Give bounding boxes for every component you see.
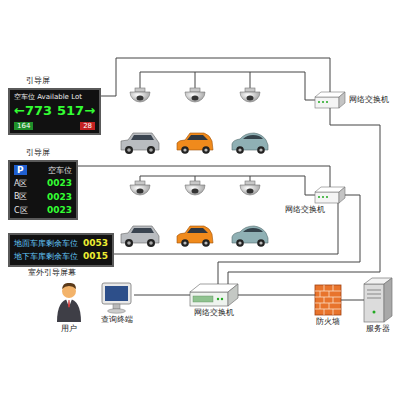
display-text: 0023 bbox=[47, 178, 72, 188]
device-label: 网络交换机 bbox=[194, 309, 234, 318]
user-icon bbox=[57, 299, 81, 322]
firewall-icon bbox=[315, 285, 341, 315]
display-row: A区 0023 bbox=[14, 178, 72, 188]
car bbox=[232, 133, 268, 154]
display-row: C区 0023 bbox=[14, 205, 72, 215]
terminal-icon bbox=[105, 286, 128, 301]
server-icon bbox=[384, 278, 392, 322]
display-row: 地下车库剩余车位 0015 bbox=[14, 251, 108, 261]
dome-camera bbox=[240, 88, 260, 102]
dome-camera bbox=[185, 88, 205, 102]
core-switch-icon bbox=[190, 292, 228, 306]
display-row: 164 28 bbox=[14, 122, 95, 130]
server-icon bbox=[364, 278, 392, 322]
guide-screen: P空车位A区0023B区0023C区0023引导屏 bbox=[8, 160, 78, 220]
display-text: 0053 bbox=[83, 238, 108, 248]
core-switch-icon bbox=[193, 296, 213, 302]
network-cable bbox=[114, 203, 338, 254]
camera-cable bbox=[140, 72, 315, 195]
network-cable bbox=[78, 166, 330, 187]
device-label: 防火墙 bbox=[316, 318, 340, 327]
query-terminal: 查询终端 bbox=[100, 283, 134, 313]
firewall-icon bbox=[315, 285, 341, 315]
terminal-icon bbox=[102, 283, 131, 304]
network-switch: 网络交换机 bbox=[315, 187, 345, 203]
server-icon bbox=[373, 311, 376, 314]
network-cable bbox=[238, 295, 315, 296]
network-cable bbox=[101, 58, 330, 96]
firewall-icon bbox=[315, 285, 341, 315]
user-icon bbox=[66, 299, 72, 307]
user-icon bbox=[57, 283, 81, 322]
display-row: 地面车库剩余车位 0053 bbox=[14, 238, 108, 248]
server-icon bbox=[367, 290, 381, 298]
user: 用户 bbox=[55, 282, 83, 322]
core-switch-icon bbox=[228, 284, 238, 306]
user-icon bbox=[62, 283, 76, 289]
core-switch-icon bbox=[221, 298, 223, 300]
device-label: 用户 bbox=[61, 325, 77, 334]
server-icon bbox=[364, 284, 384, 322]
display-row: B区 0023 bbox=[14, 192, 72, 202]
display-text: P bbox=[14, 165, 27, 175]
car bbox=[121, 133, 159, 154]
switch-icon bbox=[315, 92, 345, 108]
terminal-icon bbox=[113, 304, 120, 309]
device-label: 网络交换机 bbox=[349, 96, 389, 105]
display-text: 空车位 Available Lot bbox=[14, 93, 82, 101]
car bbox=[121, 226, 159, 247]
display-row: P 空车位 bbox=[14, 165, 72, 175]
display-text: 0015 bbox=[83, 251, 108, 261]
device-label: 引导屏 bbox=[26, 149, 50, 158]
display-text: 0023 bbox=[47, 205, 72, 215]
firewall: 防火墙 bbox=[315, 285, 341, 315]
display-text: ←773 bbox=[14, 104, 52, 119]
display-row: 空车位 Available Lot bbox=[14, 93, 95, 101]
core-switch-icon bbox=[217, 298, 219, 300]
core-switch-icon bbox=[190, 284, 238, 306]
dome-camera bbox=[130, 181, 150, 195]
display-text: 0023 bbox=[47, 192, 72, 202]
network-switch: 网络交换机 bbox=[315, 92, 345, 108]
car bbox=[177, 226, 213, 247]
display-text: C区 bbox=[14, 206, 28, 215]
server: 服务器 bbox=[364, 278, 392, 322]
display-text: 地面车库剩余车位 bbox=[14, 239, 78, 248]
display-row: ←773 517→ bbox=[14, 104, 95, 119]
device-label: 网络交换机 bbox=[285, 206, 325, 215]
dome-camera bbox=[185, 181, 205, 195]
display-text: 164 bbox=[14, 122, 33, 130]
display-text: A区 bbox=[14, 179, 27, 188]
display-text: 地下车库剩余车位 bbox=[14, 252, 78, 261]
network-cable bbox=[228, 108, 380, 284]
device-label: 服务器 bbox=[366, 325, 390, 334]
device-label: 查询终端 bbox=[101, 316, 133, 325]
device-label: 室外引导屏幕 bbox=[28, 269, 76, 278]
display-text: 517→ bbox=[57, 104, 95, 119]
device-label: 引导屏 bbox=[26, 77, 50, 86]
car bbox=[177, 133, 213, 154]
network-cable bbox=[218, 195, 360, 284]
outdoor-screen: 地面车库剩余车位0053地下车库剩余车位0015室外引导屏幕 bbox=[8, 233, 114, 267]
network-cable bbox=[341, 300, 364, 301]
switch-icon bbox=[315, 187, 345, 203]
guide-screen: 空车位 Available Lot←773517→16428引导屏 bbox=[8, 88, 101, 135]
core-switch: 网络交换机 bbox=[190, 284, 238, 306]
dome-camera bbox=[130, 88, 150, 102]
terminal-icon bbox=[108, 309, 126, 313]
terminal-icon bbox=[102, 283, 131, 313]
display-text: 空车位 bbox=[48, 166, 72, 175]
user-icon bbox=[68, 300, 70, 308]
display-text: B区 bbox=[14, 192, 28, 201]
car bbox=[232, 226, 268, 247]
network-cable bbox=[134, 295, 190, 296]
display-text: 28 bbox=[80, 122, 95, 130]
dome-camera bbox=[240, 181, 260, 195]
